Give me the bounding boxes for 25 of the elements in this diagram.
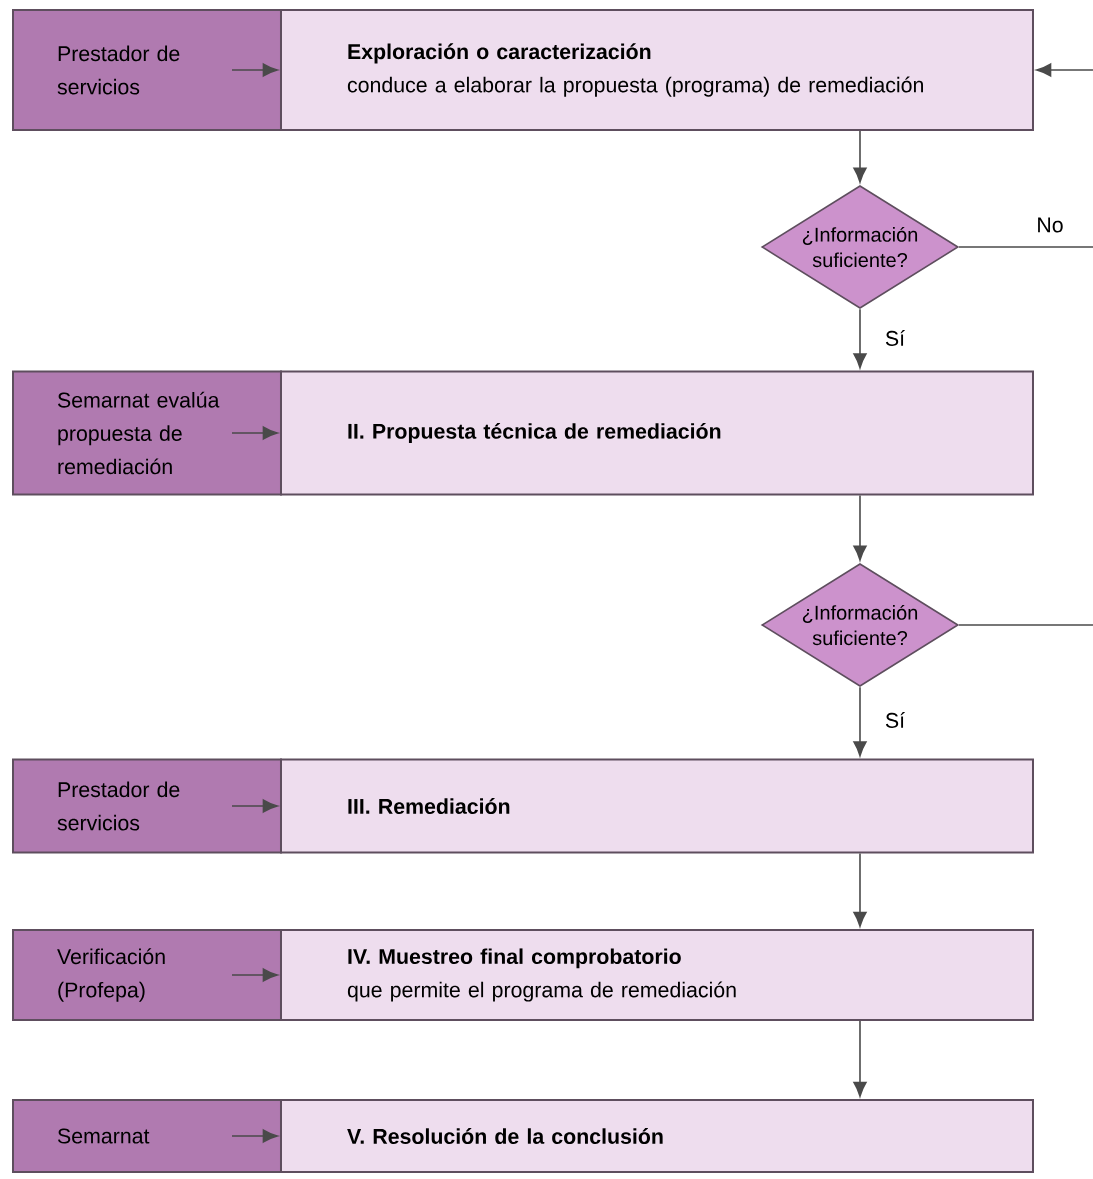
arrow: [1036, 63, 1093, 77]
arrow: [853, 494, 867, 561]
arrow: [853, 308, 867, 369]
process-box: III. Remediación: [280, 758, 1034, 854]
arrow: [853, 130, 867, 183]
arrow: [231, 1129, 278, 1143]
actor-box: Semarnat: [12, 1099, 282, 1173]
arrow: [231, 968, 278, 982]
arrow: [853, 686, 867, 757]
actor-box: Prestador de servicios: [12, 758, 282, 854]
arrow: [231, 63, 278, 77]
arrow: [853, 852, 867, 927]
process-box: Exploración o caracterización conduce a elaborar la propuesta (programa) de remediación: [280, 9, 1034, 131]
actor-box: Verificación (Profepa): [12, 929, 282, 1021]
arrow: [231, 799, 278, 813]
process-box: II. Propuesta técnica de remediación: [280, 370, 1034, 496]
actor-box: Semarnat evalúa propuesta de remediación: [12, 370, 282, 496]
edge-label: Sí: [882, 327, 908, 349]
edge-label: No: [1033, 214, 1067, 236]
edge-label: Sí: [882, 709, 908, 731]
process-box: IV. Muestreo final comprobatorio que permite el programa de remediación: [280, 929, 1034, 1021]
process-box: V. Resolución de la conclusión: [280, 1099, 1034, 1173]
arrow: [231, 426, 278, 440]
arrow: [853, 1020, 867, 1097]
actor-box: Prestador de servicios: [12, 9, 282, 131]
